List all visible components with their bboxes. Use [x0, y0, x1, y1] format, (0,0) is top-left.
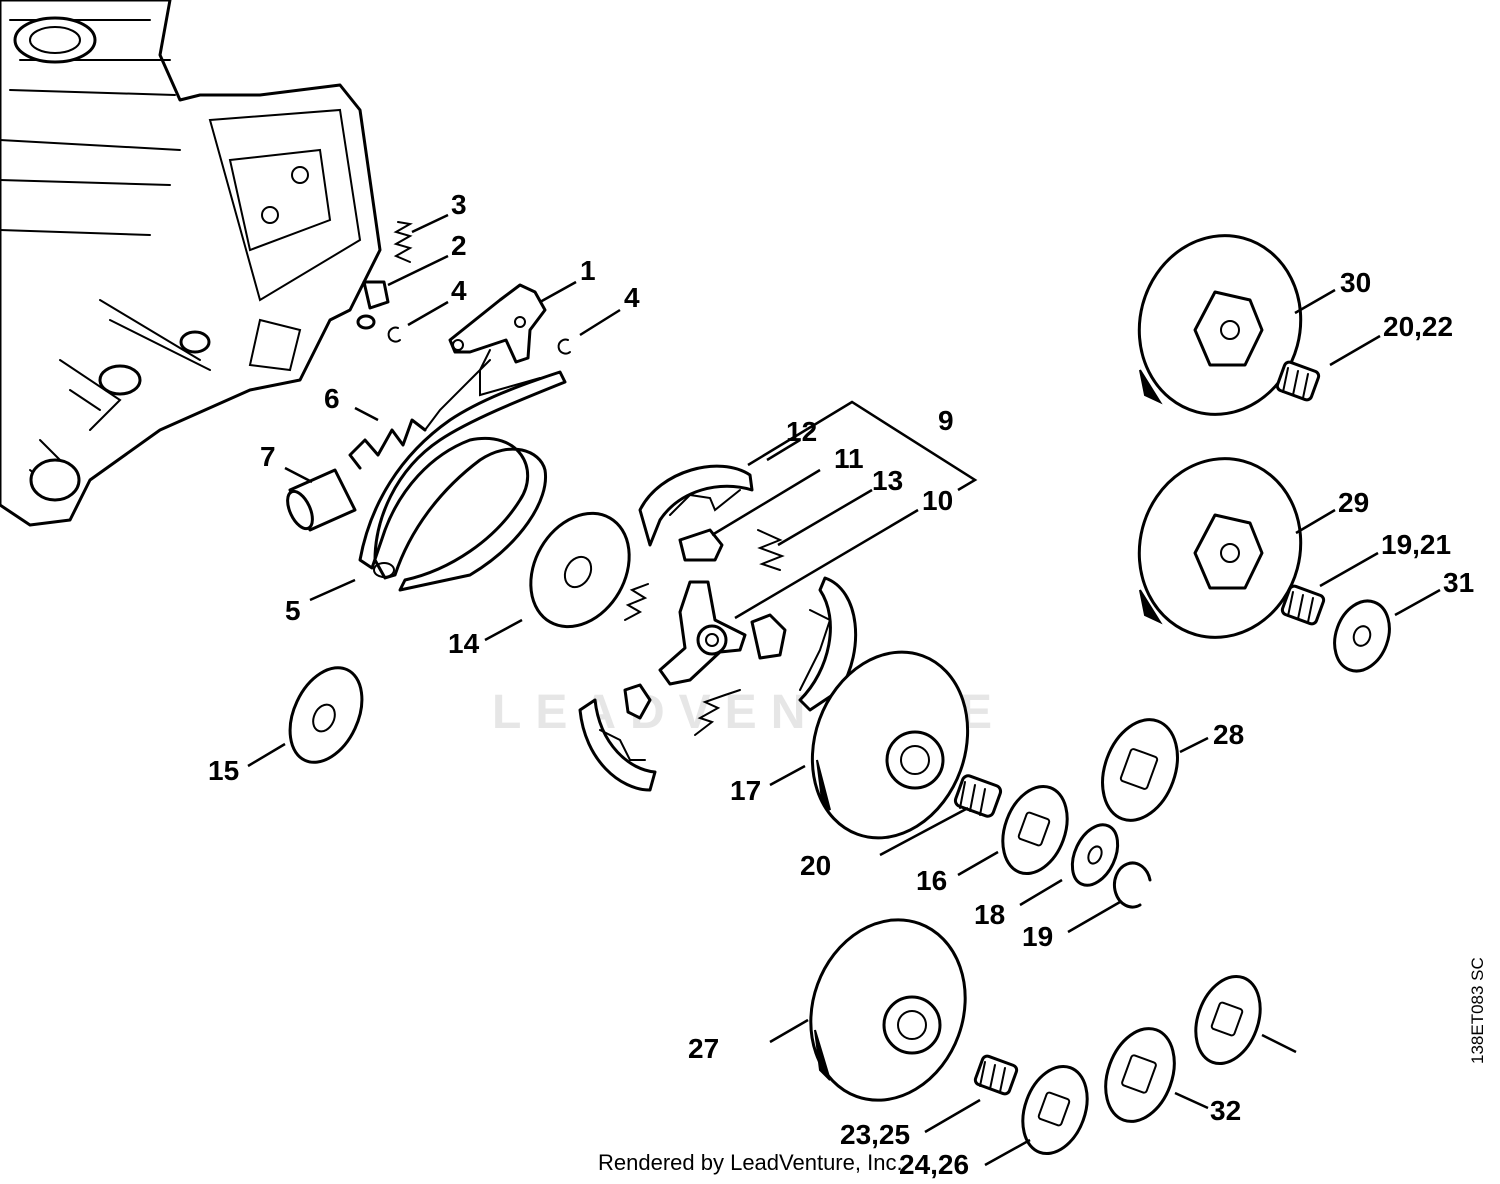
callout-3: 3: [451, 189, 467, 220]
callout-16: 17: [730, 775, 761, 806]
callout-8: 9: [938, 405, 954, 436]
part-7-sleeve: [286, 468, 357, 532]
part-28-drum: [1137, 457, 1303, 639]
leader-lines: [247, 213, 1441, 1167]
part-11-clutch-shoe: [638, 464, 754, 547]
part-17-washer: [1070, 823, 1120, 887]
callout-11: 12: [786, 416, 817, 447]
callout-14: 15: [208, 755, 239, 786]
part-19-needle-cage: [1280, 584, 1326, 626]
part-1-lever: [448, 283, 547, 364]
callout-30: 31: [1443, 567, 1474, 598]
callout-19-21: 20: [800, 850, 831, 881]
callout-24-26: 27: [688, 1033, 719, 1064]
part-2-pivot: [356, 280, 390, 330]
part-15-rim-sprocket: [1001, 784, 1069, 876]
clutch-shoe-right: [798, 576, 858, 712]
part-19-21-needle-cage: [953, 774, 1003, 818]
part-14-washer: [288, 666, 364, 764]
callout-9: 10: [922, 485, 953, 516]
callout-23-25: 24,26: [899, 1149, 969, 1180]
part-4-circlip-right: [557, 338, 571, 355]
callout-5: 5: [285, 595, 301, 626]
part-29-drum: [1137, 234, 1303, 416]
callout-4-right: 4: [624, 282, 640, 313]
callout-18: 19: [1022, 921, 1053, 952]
part-3-spring: [393, 221, 413, 263]
callout-13: 14: [448, 628, 480, 659]
part-9-clutch-carrier: [658, 580, 787, 686]
drawing-code: 138ET083 SC: [1468, 957, 1487, 1064]
part-32-rim-sprocket: [1194, 974, 1262, 1066]
callout-27: 28: [1213, 719, 1244, 750]
callout-15: 16: [916, 865, 947, 896]
clutch-spring-mid: [624, 583, 649, 621]
rendered-by-credit: Rendered by LeadVenture, Inc.: [598, 1150, 903, 1175]
callout-4-left: 4: [451, 275, 467, 306]
part-13-washer: [529, 511, 631, 629]
part-27-spur-sprocket: [1101, 718, 1179, 822]
callout-12: 13: [872, 465, 903, 496]
part-20-22-needle-cage: [973, 1054, 1019, 1096]
part-20-needle-cage: [1275, 360, 1321, 402]
part-16-clutch-drum: [810, 650, 970, 840]
callout-19: 19,21: [1381, 529, 1451, 560]
part-6-spring: [348, 359, 491, 470]
callout-labels: 3 2 4 1 4 6 7 5 14 15 12 9 11 13 10 17 2…: [208, 189, 1474, 1180]
callout-31: 32: [1210, 1095, 1241, 1126]
part-30-washer: [1333, 599, 1391, 673]
clutch-spring-lower: [694, 689, 741, 736]
part-23-25-rim-sprocket: [1021, 1064, 1089, 1156]
callout-2: 2: [451, 230, 467, 261]
callout-10: 11: [834, 443, 864, 474]
callout-20: 20,22: [1383, 311, 1453, 342]
callout-6: 6: [324, 383, 340, 414]
part-31-spur-sprocket: [1104, 1027, 1176, 1123]
part-5-brake-band: [358, 349, 567, 592]
group-8-bracket: [747, 400, 978, 492]
callout-1: 1: [580, 255, 596, 286]
callout-28: 29: [1338, 487, 1369, 518]
part-18-eclip: [1113, 861, 1152, 909]
part-24-26-drum: [809, 918, 967, 1102]
callout-7: 7: [260, 441, 276, 472]
part-4-circlip-left: [387, 326, 401, 343]
part-12-spring: [757, 529, 785, 571]
callout-17: 18: [974, 899, 1005, 930]
callout-29: 30: [1340, 267, 1371, 298]
clutch-shoe-lower: [578, 683, 657, 792]
engine-housing: [0, 0, 382, 527]
callout-20-22: 23,25: [840, 1119, 910, 1150]
part-10-block: [678, 528, 724, 562]
